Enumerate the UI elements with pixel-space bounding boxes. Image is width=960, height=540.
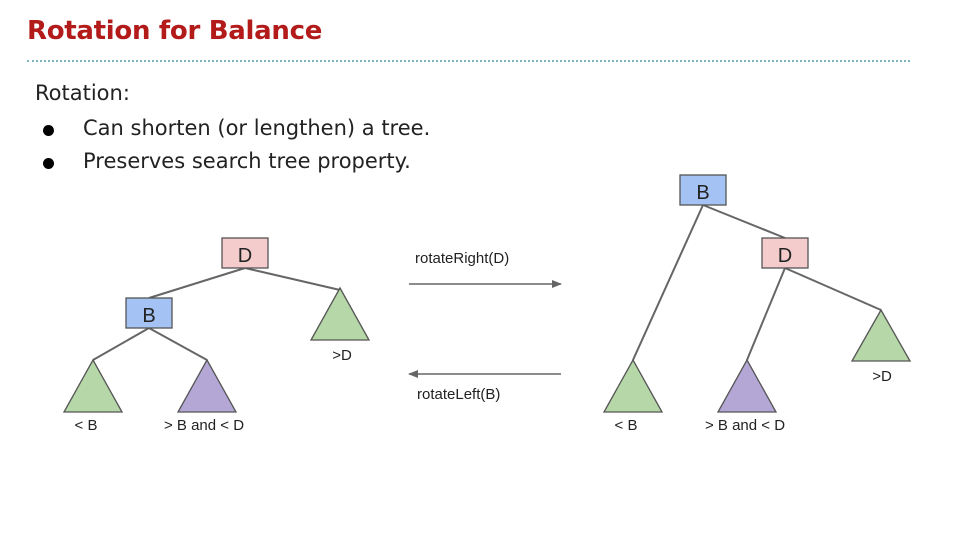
bullet-text: Preserves search tree property. — [83, 149, 411, 173]
subtree-lt-b-triangle — [62, 358, 124, 413]
edge-d-b — [148, 267, 246, 299]
subtree-gt-d-label: >D — [872, 368, 892, 385]
subtree-between-label: > B and < D — [164, 417, 244, 434]
bullet-text: Can shorten (or lengthen) a tree. — [83, 116, 431, 140]
subtree-lt-b-label: < B — [615, 417, 638, 434]
edge-d-gt-d — [784, 267, 882, 311]
edge-b-between — [148, 327, 208, 361]
edge-b-lt-b — [92, 327, 150, 361]
node-b-label: B — [696, 182, 709, 204]
subtree-between-triangle — [716, 358, 778, 413]
subtree-lt-b-triangle — [602, 358, 664, 413]
node-b — [679, 174, 727, 206]
subtree-gt-d-triangle — [850, 308, 912, 362]
edge-d-gt-d — [244, 267, 341, 291]
rotate-left-label: rotateLeft(B) — [417, 386, 500, 403]
node-d — [761, 237, 809, 269]
subtree-between-triangle — [176, 358, 238, 413]
bullet-item: Preserves search tree property. — [40, 149, 430, 182]
edge-b-lt-b — [632, 204, 704, 361]
slide-title: Rotation for Balance — [27, 16, 323, 46]
subtree-gt-d-label: >D — [332, 347, 352, 364]
title-divider — [27, 60, 910, 62]
node-d-label: D — [238, 245, 252, 267]
edge-d-between — [746, 267, 786, 361]
bullet-item: Can shorten (or lengthen) a tree. — [40, 116, 430, 149]
node-b — [125, 297, 173, 329]
right-tree: B D < B > B and < D >D — [602, 174, 912, 434]
bullet-list: Can shorten (or lengthen) a tree. Preser… — [40, 116, 430, 182]
subtree-gt-d-triangle — [309, 286, 371, 341]
subtree-lt-b-label: < B — [75, 417, 98, 434]
lead-text: Rotation: — [35, 81, 130, 105]
node-b-label: B — [142, 305, 155, 327]
node-d — [221, 237, 269, 269]
left-tree: D B >D < B > B and < D — [62, 237, 371, 434]
bullet-dot-icon — [43, 158, 54, 169]
rotate-right-label: rotateRight(D) — [415, 250, 509, 267]
rotation-arrows: rotateRight(D) rotateLeft(B) — [408, 250, 562, 403]
subtree-between-label: > B and < D — [705, 417, 785, 434]
node-d-label: D — [778, 245, 792, 267]
bullet-dot-icon — [43, 125, 54, 136]
edge-b-d — [702, 204, 786, 239]
